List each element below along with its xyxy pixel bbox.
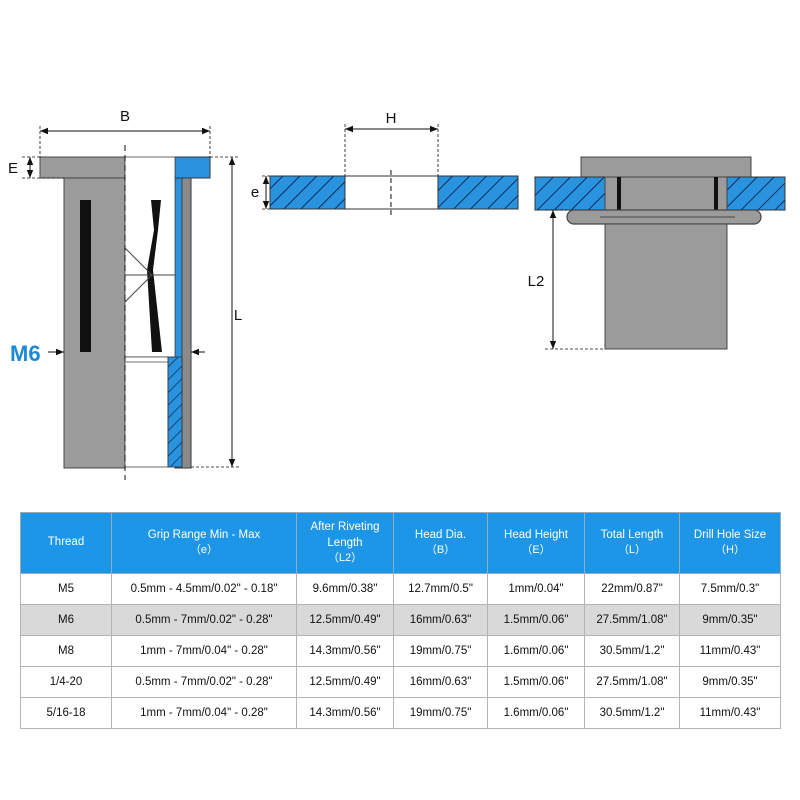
header-label: Thread bbox=[47, 536, 85, 549]
table-cell: 27.5mm/1.08" bbox=[584, 604, 680, 636]
table-cell: 0.5mm - 4.5mm/0.02" - 0.18" bbox=[111, 573, 297, 605]
header-symbol: （E） bbox=[521, 544, 551, 557]
table-row: M5 0.5mm - 4.5mm/0.02" - 0.18" 9.6mm/0.3… bbox=[20, 573, 781, 605]
installed-panel-right bbox=[726, 176, 786, 211]
table-cell: 14.3mm/0.56" bbox=[296, 697, 394, 729]
table-cell: 19mm/0.75" bbox=[393, 635, 488, 667]
nut-head-left bbox=[39, 156, 126, 179]
header-label: After Riveting Length bbox=[310, 521, 380, 549]
installed-nut: L2 bbox=[528, 156, 786, 350]
table-cell: 1mm/0.04" bbox=[487, 573, 585, 605]
nut-body-left bbox=[63, 177, 126, 469]
table-row: M8 1mm - 7mm/0.04" - 0.28" 14.3mm/0.56" … bbox=[20, 635, 781, 667]
table-header-row: Thread Grip Range Min - Max （e） After Riv… bbox=[20, 512, 781, 574]
table-cell: 27.5mm/1.08" bbox=[584, 666, 680, 698]
nut-head-right bbox=[174, 156, 211, 179]
header-symbol: （L） bbox=[617, 544, 647, 557]
installed-head bbox=[580, 156, 752, 178]
table-cell: 30.5mm/1.2" bbox=[584, 635, 680, 667]
table-cell: 0.5mm - 7mm/0.02" - 0.28" bbox=[111, 666, 297, 698]
table-cell: 12.7mm/0.5" bbox=[393, 573, 488, 605]
table-row: 5/16-18 1mm - 7mm/0.04" - 0.28" 14.3mm/0… bbox=[20, 697, 781, 729]
table-cell: 7.5mm/0.3" bbox=[679, 573, 781, 605]
table-cell: 12.5mm/0.49" bbox=[296, 666, 394, 698]
knurl-slot-right bbox=[147, 200, 162, 352]
table-cell: M8 bbox=[20, 635, 112, 667]
header-drill-hole-size: Drill Hole Size （H） bbox=[679, 512, 781, 574]
table-cell: 30.5mm/1.2" bbox=[584, 697, 680, 729]
panel-left bbox=[269, 175, 346, 210]
table-cell: 1.6mm/0.06" bbox=[487, 697, 585, 729]
table-cell: 1.5mm/0.06" bbox=[487, 666, 585, 698]
table-cell: 9mm/0.35" bbox=[679, 666, 781, 698]
knurl-slot-left bbox=[80, 200, 91, 352]
table-cell: 11mm/0.43" bbox=[679, 697, 781, 729]
header-symbol: （L2） bbox=[327, 552, 363, 565]
table-row: 1/4-20 0.5mm - 7mm/0.02" - 0.28" 12.5mm/… bbox=[20, 666, 781, 698]
table-cell: 16mm/0.63" bbox=[393, 666, 488, 698]
header-after-riveting-length: After Riveting Length （L2） bbox=[296, 512, 394, 574]
table-cell: M6 bbox=[20, 604, 112, 636]
spec-table: Thread Grip Range Min - Max （e） After Riv… bbox=[20, 512, 781, 729]
header-total-length: Total Length （L） bbox=[584, 512, 680, 574]
table-cell: 1/4-20 bbox=[20, 666, 112, 698]
dim-label-l: L bbox=[234, 307, 242, 324]
header-thread: Thread bbox=[20, 512, 112, 574]
table-row: M6 0.5mm - 7mm/0.02" - 0.28" 12.5mm/0.49… bbox=[20, 604, 781, 636]
nut-wall-inner bbox=[181, 177, 192, 469]
table-cell: 14.3mm/0.56" bbox=[296, 635, 394, 667]
table-cell: 22mm/0.87" bbox=[584, 573, 680, 605]
table-cell: M5 bbox=[20, 573, 112, 605]
rivet-nut-diagram: B E L M6 H e bbox=[8, 108, 786, 480]
panel-right bbox=[437, 175, 519, 210]
table-cell: 16mm/0.63" bbox=[393, 604, 488, 636]
table-cell: 12.5mm/0.49" bbox=[296, 604, 394, 636]
dim-label-l2: L2 bbox=[528, 273, 545, 290]
header-symbol: （H） bbox=[715, 544, 745, 557]
thread-size-label: M6 bbox=[10, 341, 41, 366]
panel-hole-section: H e bbox=[251, 110, 519, 215]
header-head-dia: Head Dia. （B） bbox=[393, 512, 488, 574]
table-cell: 9mm/0.35" bbox=[679, 604, 781, 636]
installed-panel-left bbox=[534, 176, 606, 211]
table-cell: 1mm - 7mm/0.04" - 0.28" bbox=[111, 697, 297, 729]
installed-body bbox=[604, 223, 728, 350]
header-label: Total Length bbox=[600, 528, 664, 541]
table-cell: 1.6mm/0.06" bbox=[487, 635, 585, 667]
header-label: Head Dia. bbox=[414, 528, 467, 541]
dim-label-e-grip: e bbox=[251, 184, 259, 201]
table-cell: 9.6mm/0.38" bbox=[296, 573, 394, 605]
header-label: Grip Range Min - Max bbox=[147, 528, 261, 541]
header-head-height: Head Height （E） bbox=[487, 512, 585, 574]
rivet-nut-section: B E L M6 bbox=[8, 108, 242, 480]
table-cell: 5/16-18 bbox=[20, 697, 112, 729]
thread-bore bbox=[124, 356, 169, 468]
header-label: Drill Hole Size bbox=[693, 528, 767, 541]
thread-hatch bbox=[167, 356, 183, 468]
header-grip-range: Grip Range Min - Max （e） bbox=[111, 512, 297, 574]
dim-label-b: B bbox=[120, 108, 130, 125]
table-cell: 1mm - 7mm/0.04" - 0.28" bbox=[111, 635, 297, 667]
table-cell: 11mm/0.43" bbox=[679, 635, 781, 667]
table-cell: 0.5mm - 7mm/0.02" - 0.28" bbox=[111, 604, 297, 636]
header-symbol: （B） bbox=[425, 544, 456, 557]
header-label: Head Height bbox=[504, 528, 568, 541]
dim-label-h: H bbox=[386, 110, 397, 127]
table-cell: 19mm/0.75" bbox=[393, 697, 488, 729]
installed-shank bbox=[604, 176, 728, 211]
dim-label-e-head: E bbox=[8, 160, 18, 177]
header-symbol: （e） bbox=[189, 544, 219, 557]
table-cell: 1.5mm/0.06" bbox=[487, 604, 585, 636]
